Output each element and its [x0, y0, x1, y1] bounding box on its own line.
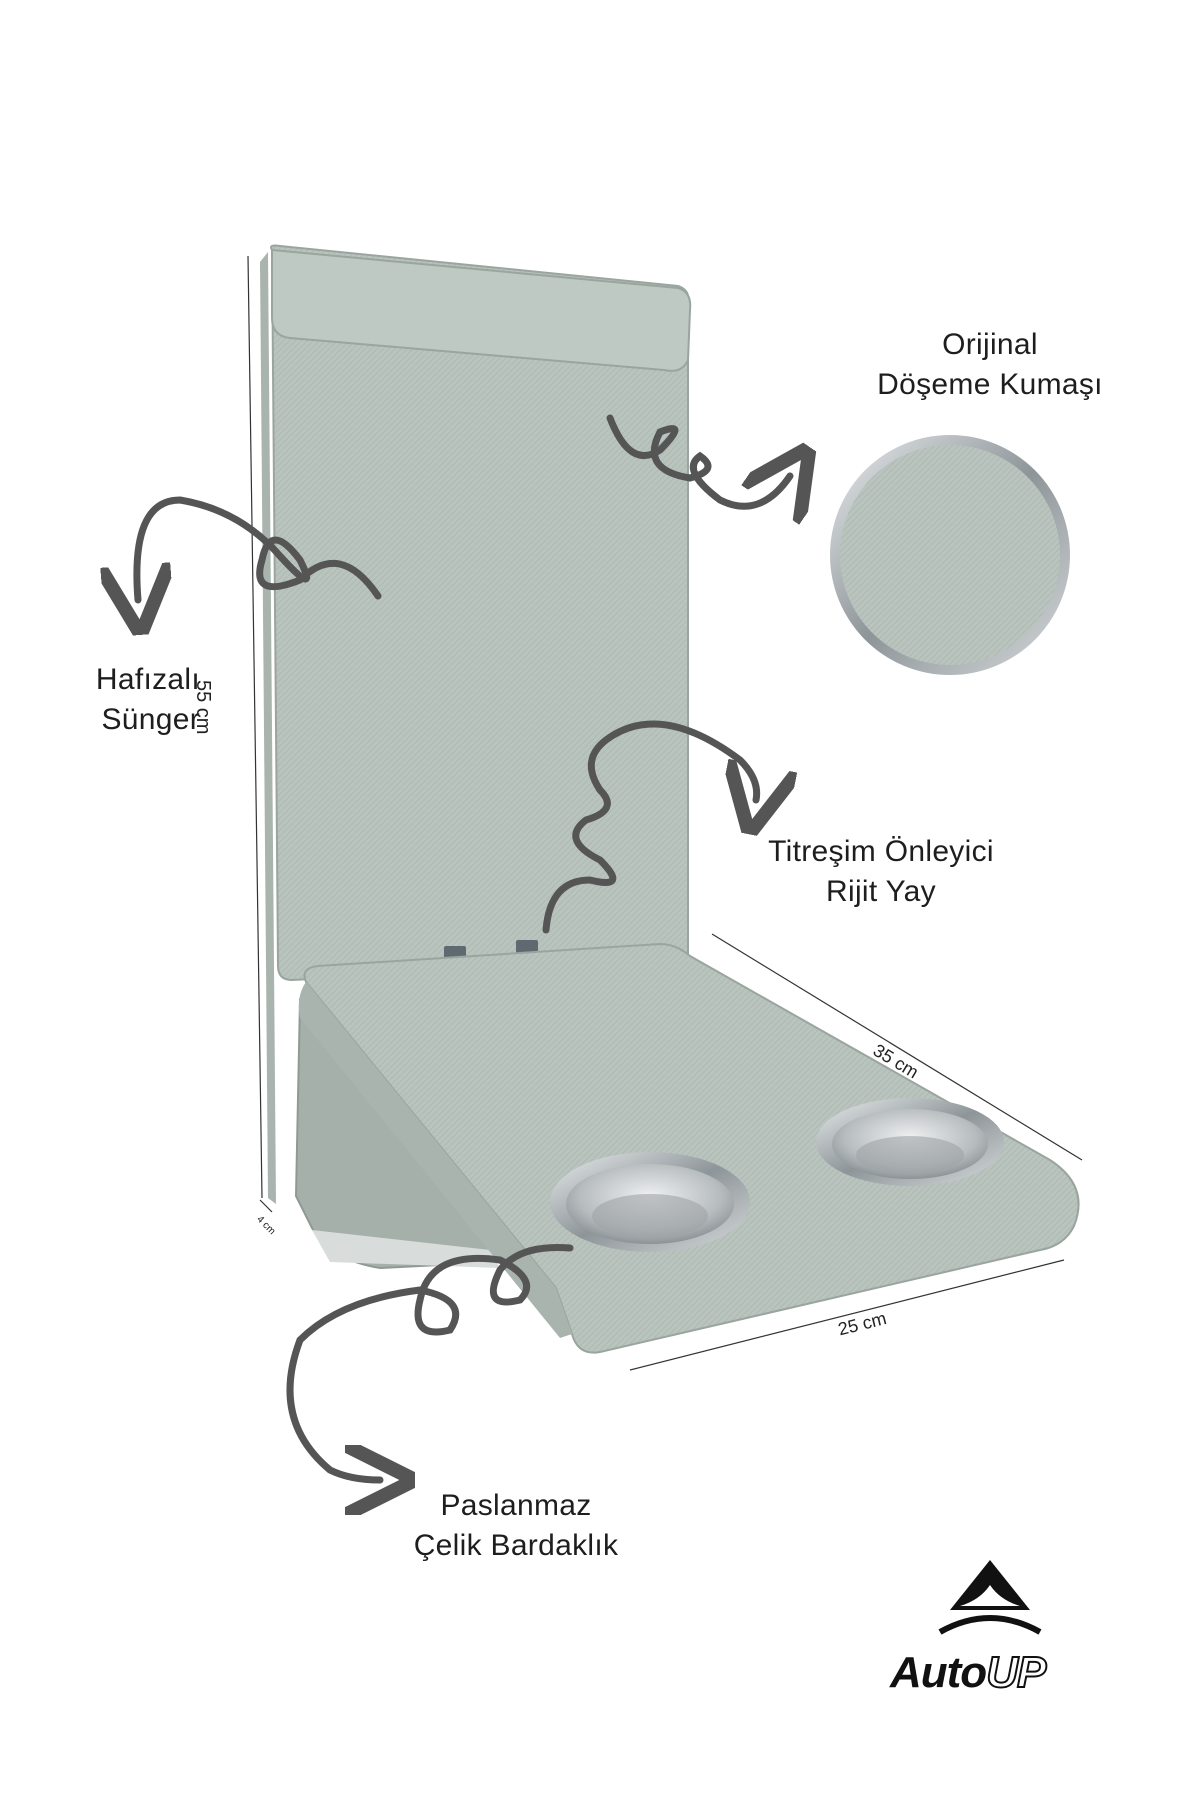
- fabric-swatch: [830, 435, 1070, 675]
- cup-holder-1: [550, 1152, 750, 1252]
- cup-holder-2: [816, 1098, 1004, 1186]
- brand-part2: UP: [985, 1647, 1047, 1698]
- brand-part1: Auto: [890, 1648, 987, 1697]
- width-dim-line: [629, 1259, 1065, 1371]
- backrest: [260, 244, 692, 1204]
- fabric-line1: Orijinal: [942, 328, 1038, 361]
- thickness-dim-line: [259, 1199, 273, 1213]
- height-dimension: 55 cm: [192, 680, 214, 735]
- cupholder-line1: Paslanmaz: [440, 1489, 592, 1522]
- depth-dim-line: [711, 933, 1083, 1161]
- callout-arrows: [137, 414, 790, 1480]
- armrest-lid: [298, 942, 1080, 1354]
- cupholder-callout: Paslanmaz Çelik Bardaklık: [396, 1486, 636, 1566]
- fabric-callout: Orijinal Döşeme Kumaşı: [870, 325, 1110, 405]
- fabric-line2: Döşeme Kumaşı: [877, 368, 1103, 401]
- spring-line1: Titreşim Önleyici: [768, 835, 994, 868]
- brand-logo: AutoUP: [890, 1647, 1047, 1698]
- height-dim-line: [247, 255, 263, 1199]
- foam-callout: Hafızalı Sünger: [90, 660, 200, 740]
- cupholder-arrow: [286, 1243, 574, 1480]
- dimension-lines: [247, 255, 1083, 1371]
- autoup-logo-icon: [938, 1560, 1042, 1635]
- fabric-arrow: [606, 414, 790, 506]
- spring-callout: Titreşim Önleyici Rijit Yay: [756, 832, 1006, 912]
- foam-line2: Sünger: [101, 703, 200, 736]
- spring-arrow: [542, 720, 757, 934]
- cupholder-line2: Çelik Bardaklık: [413, 1529, 619, 1562]
- foam-line1: Hafızalı: [95, 663, 200, 696]
- foam-arrow: [137, 496, 382, 600]
- spring-line2: Rijit Yay: [826, 875, 936, 908]
